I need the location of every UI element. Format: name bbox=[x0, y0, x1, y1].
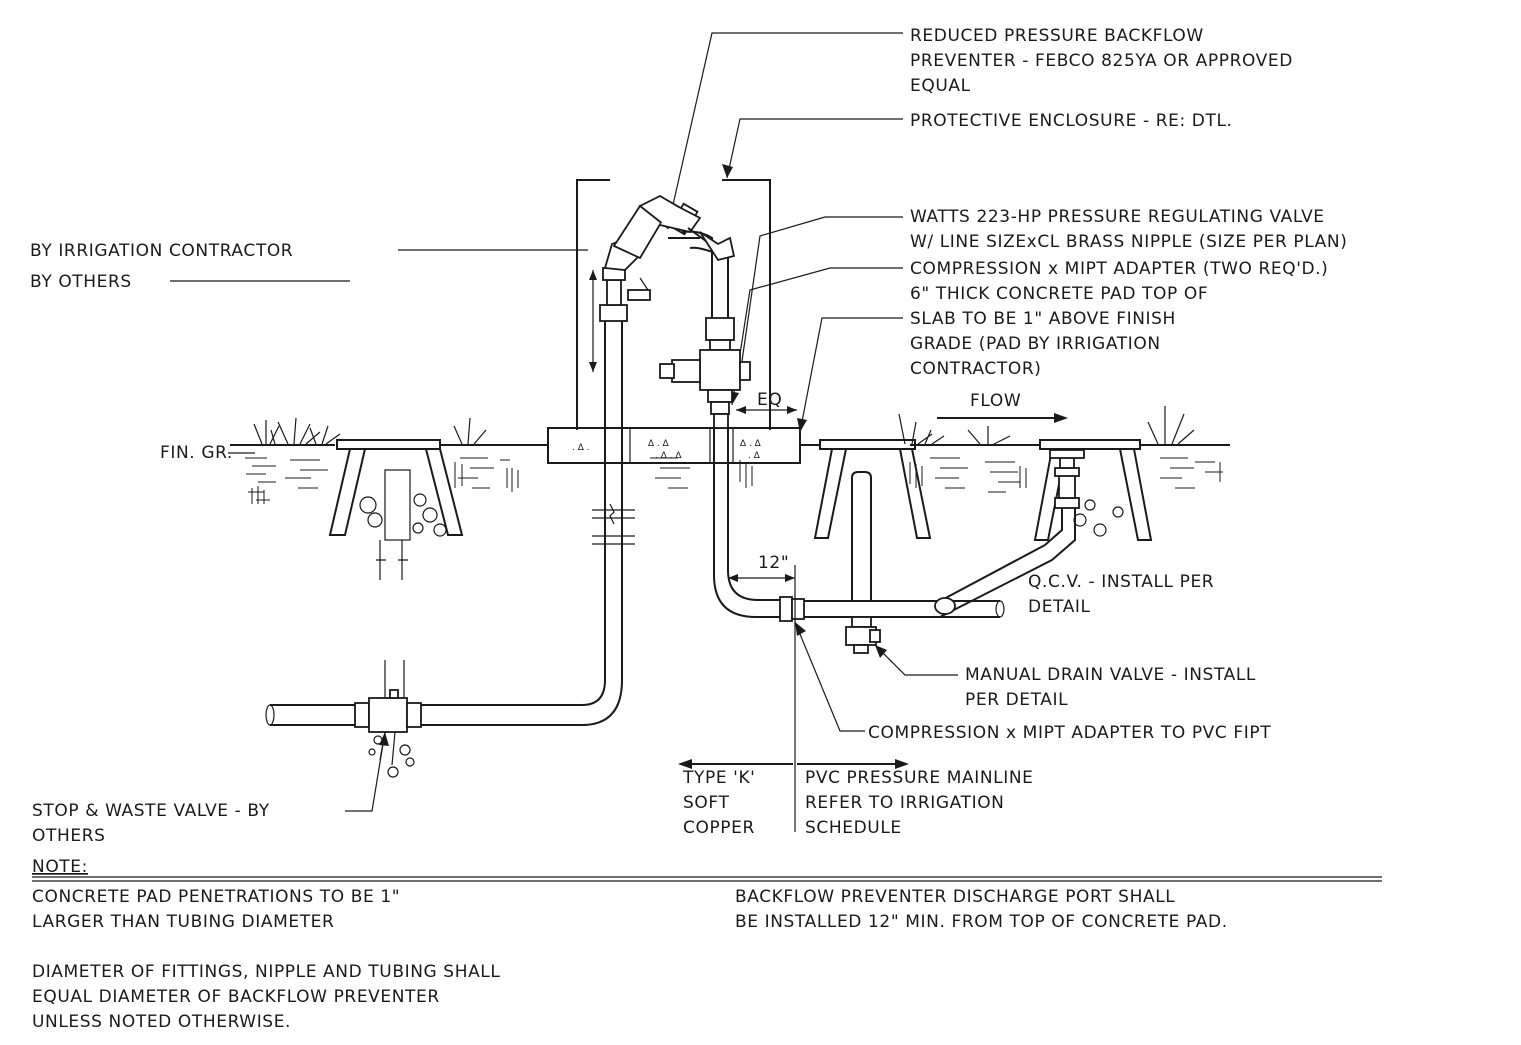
material-split: TYPE 'K' SOFT COPPER PVC PRESSURE MAINLI… bbox=[678, 759, 1034, 838]
note-line: BE INSTALLED 12" MIN. FROM TOP OF CONCRE… bbox=[735, 912, 1228, 932]
callout-line: DETAIL bbox=[1028, 597, 1091, 617]
note-line: LARGER THAN TUBING DIAMETER bbox=[32, 912, 334, 932]
arrowhead bbox=[589, 270, 597, 280]
svg-text:∆ . ∆: ∆ . ∆ bbox=[739, 439, 762, 449]
grass-tufts bbox=[253, 406, 1195, 445]
pvc-mainline-label: REFER TO IRRIGATION bbox=[805, 793, 1005, 813]
soil-hatching bbox=[245, 457, 1223, 504]
note-line: EQUAL DIAMETER OF BACKFLOW PREVENTER bbox=[32, 987, 440, 1007]
leader-arrowhead bbox=[722, 164, 733, 178]
callout-line: PER DETAIL bbox=[965, 690, 1068, 710]
enclosure-callout: PROTECTIVE ENCLOSURE - RE: DTL. bbox=[722, 111, 1233, 179]
valve-box-lid bbox=[819, 439, 916, 450]
finish-grade-label: FIN. GR. bbox=[160, 443, 233, 463]
leader-line bbox=[739, 216, 903, 376]
soil-lines bbox=[245, 457, 1223, 504]
type-k-label: TYPE 'K' bbox=[682, 768, 755, 788]
backflow-preventer-callout: REDUCED PRESSURE BACKFLOW PREVENTER - FE… bbox=[663, 26, 1293, 219]
note-line: BACKFLOW PREVENTER DISCHARGE PORT SHALL bbox=[735, 887, 1175, 907]
callout-line: EQUAL bbox=[910, 76, 971, 96]
svg-text:. ∆ . ∆: . ∆ . ∆ bbox=[655, 451, 682, 461]
dim-label: 12" bbox=[758, 553, 789, 573]
callout-line: STOP & WASTE VALVE - BY bbox=[32, 801, 270, 821]
arrowhead bbox=[1054, 413, 1068, 423]
mainline-pipe bbox=[713, 428, 1085, 654]
notes-section: NOTE: CONCRETE PAD PENETRATIONS TO BE 1"… bbox=[32, 857, 1382, 1032]
stop-waste-callout: STOP & WASTE VALVE - BY OTHERS bbox=[32, 731, 389, 846]
qcv-callout: Q.C.V. - INSTALL PER DETAIL bbox=[1028, 572, 1214, 617]
valve-box-body bbox=[1033, 448, 1153, 541]
stop-waste-valve bbox=[354, 660, 422, 778]
type-k-label: SOFT bbox=[683, 793, 729, 813]
callout-line: COMPRESSION x MIPT ADAPTER TO PVC FIPT bbox=[868, 723, 1271, 743]
notes-heading: NOTE: bbox=[32, 857, 88, 877]
arrowhead bbox=[736, 406, 746, 414]
flow-indicator: FLOW bbox=[937, 391, 1068, 423]
callout-line: 6" THICK CONCRETE PAD TOP OF bbox=[910, 284, 1208, 304]
drain-valve-callout: MANUAL DRAIN VALVE - INSTALL PER DETAIL bbox=[874, 644, 1256, 710]
leader-line bbox=[731, 267, 903, 406]
by-others-label: BY OTHERS bbox=[30, 272, 132, 292]
twelve-inch-dimension: 12" bbox=[728, 553, 796, 832]
svg-text:. ∆ .: . ∆ . bbox=[572, 443, 589, 453]
pvc-mainline-label: PVC PRESSURE MAINLINE bbox=[805, 768, 1034, 788]
callout-line: SLAB TO BE 1" ABOVE FINISH bbox=[910, 309, 1176, 329]
type-k-label: COPPER bbox=[683, 818, 755, 838]
adapter bbox=[779, 596, 793, 622]
valve-box-body bbox=[813, 448, 932, 539]
callout-line: OTHERS bbox=[32, 826, 106, 846]
tee-fitting bbox=[934, 597, 956, 615]
leader-line bbox=[726, 118, 903, 179]
pressure-regulating-valve bbox=[659, 317, 751, 429]
note-line: UNLESS NOTED OTHERWISE. bbox=[32, 1012, 291, 1032]
arrowhead bbox=[787, 406, 797, 414]
by-irrigation-contractor-label: BY IRRIGATION CONTRACTOR bbox=[30, 241, 293, 261]
pad-outline bbox=[547, 427, 801, 464]
concrete-pad: . ∆ . ∆ . ∆ . ∆ . ∆ ∆ . ∆ . ∆ bbox=[547, 427, 801, 464]
svg-text:∆ . ∆: ∆ . ∆ bbox=[647, 439, 670, 449]
callout-line: MANUAL DRAIN VALVE - INSTALL bbox=[965, 665, 1256, 685]
callout-line: PROTECTIVE ENCLOSURE - RE: DTL. bbox=[910, 111, 1233, 131]
leader-line bbox=[799, 317, 903, 433]
valve-box-body bbox=[328, 448, 464, 536]
riser-pipe bbox=[376, 540, 408, 580]
concrete-pad-callout: 6" THICK CONCRETE PAD TOP OF SLAB TO BE … bbox=[797, 284, 1208, 433]
valve-box-right bbox=[1033, 439, 1153, 541]
watts-valve-callout: WATTS 223-HP PRESSURE REGULATING VALVE W… bbox=[729, 207, 1347, 406]
arrowhead bbox=[589, 362, 597, 372]
callout-line: WATTS 223-HP PRESSURE REGULATING VALVE bbox=[910, 207, 1325, 227]
callout-line: W/ LINE SIZExCL BRASS NIPPLE (SIZE PER P… bbox=[910, 232, 1347, 252]
callout-line: REDUCED PRESSURE BACKFLOW bbox=[910, 26, 1204, 46]
flow-label: FLOW bbox=[970, 391, 1021, 411]
svg-text:. ∆: . ∆ bbox=[748, 451, 761, 461]
curb-stop-riser bbox=[384, 469, 411, 541]
compression-pvc-callout: COMPRESSION x MIPT ADAPTER TO PVC FIPT bbox=[794, 621, 1271, 743]
callout-line: CONTRACTOR) bbox=[910, 359, 1042, 379]
valve-box-lid bbox=[1039, 439, 1141, 450]
pvc-mainline-label: SCHEDULE bbox=[805, 818, 902, 838]
valve-box-center bbox=[813, 439, 932, 539]
valve-box-left bbox=[328, 439, 464, 580]
leader-arrowhead bbox=[797, 418, 807, 432]
callout-line: Q.C.V. - INSTALL PER bbox=[1028, 572, 1214, 592]
leader-line bbox=[669, 32, 903, 219]
protective-enclosure bbox=[576, 179, 771, 430]
callout-line: PREVENTER - FEBCO 825YA OR APPROVED bbox=[910, 51, 1293, 71]
note-line: CONCRETE PAD PENETRATIONS TO BE 1" bbox=[32, 887, 400, 907]
supply-pipe bbox=[265, 320, 635, 726]
fitting bbox=[599, 304, 628, 322]
callout-line: COMPRESSION x MIPT ADAPTER (TWO REQ'D.) bbox=[910, 259, 1328, 279]
contractor-callouts: BY IRRIGATION CONTRACTOR BY OTHERS bbox=[30, 241, 597, 372]
eq-dimension: EQ bbox=[736, 390, 797, 414]
callout-line: GRADE (PAD BY IRRIGATION bbox=[910, 334, 1161, 354]
valve-box-lid bbox=[336, 439, 441, 450]
backflow-preventer bbox=[599, 194, 736, 322]
note-line: DIAMETER OF FITTINGS, NIPPLE AND TUBING … bbox=[32, 962, 500, 982]
